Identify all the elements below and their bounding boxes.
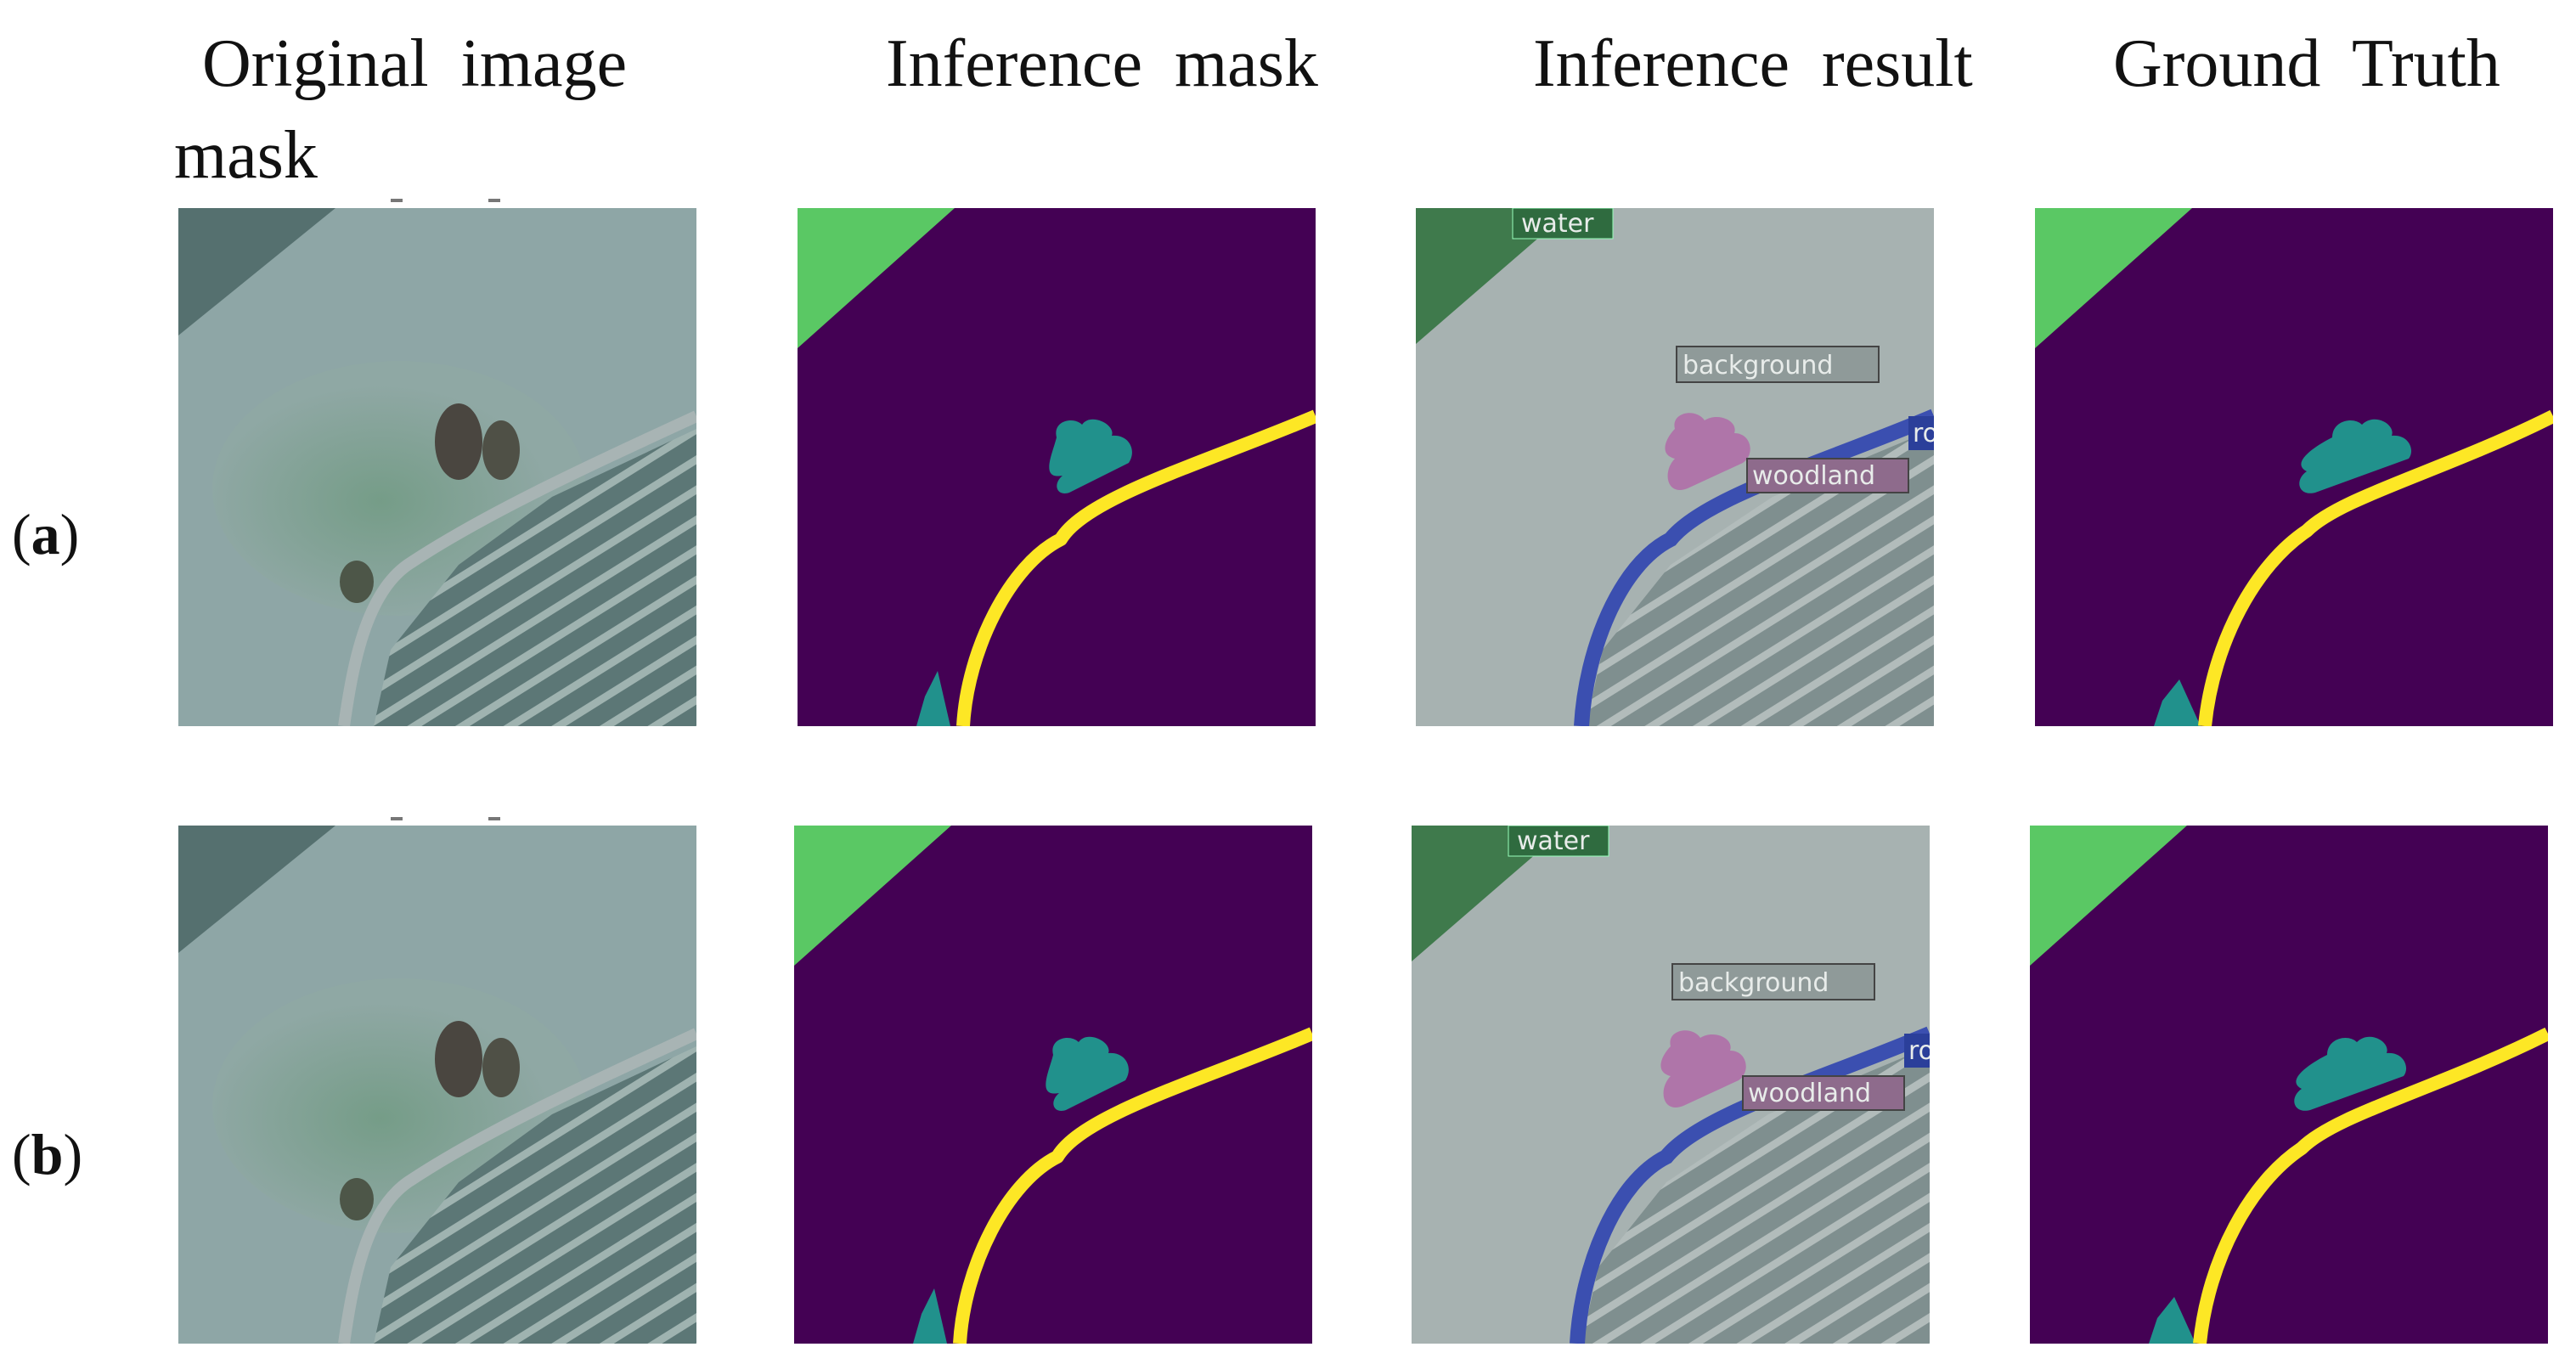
class-label-water: water [1521,209,1594,239]
row-label-a: (a) [12,502,80,566]
header-original-line1: Original image [202,26,628,101]
overlay-result: water background woodland ro [1416,208,1934,726]
inference-mask-b [794,826,1312,1344]
segmentation-mask [798,208,1316,726]
row-label-b: (b) [12,1122,83,1186]
header-inference-result: Inference result [1533,26,1973,101]
ground-truth-a [2035,208,2553,726]
scale-tick [488,817,500,820]
scale-tick [488,199,500,202]
aerial-photo [178,826,696,1344]
segmentation-mask [794,826,1312,1344]
class-label-water: water [1517,826,1590,856]
aerial-photo [178,208,696,726]
class-label-road-partial: ro [1913,419,1934,448]
inference-result-b: water background woodland ro [1412,826,1930,1344]
class-label-background: background [1678,968,1829,998]
class-label-woodland: woodland [1752,461,1875,491]
class-label-background: background [1683,351,1833,380]
original-image-b [178,826,696,1344]
scale-tick [391,817,403,820]
ground-truth-mask [2035,208,2553,726]
inference-result-a: water background woodland ro [1416,208,1934,726]
original-image-a [178,208,696,726]
class-label-woodland: woodland [1748,1079,1871,1108]
ground-truth-b [2030,826,2548,1344]
header-ground-truth: Ground Truth [2113,26,2500,101]
header-original-line2: mask [174,118,318,193]
inference-mask-a [798,208,1316,726]
overlay-result: water background woodland ro [1412,826,1930,1344]
ground-truth-mask [2030,826,2548,1344]
row-label-a-letter: a [31,502,60,566]
class-label-road-partial: ro [1908,1036,1930,1066]
scale-tick [391,199,403,202]
row-label-b-letter: b [31,1122,64,1186]
header-inference-mask: Inference mask [886,26,1318,101]
